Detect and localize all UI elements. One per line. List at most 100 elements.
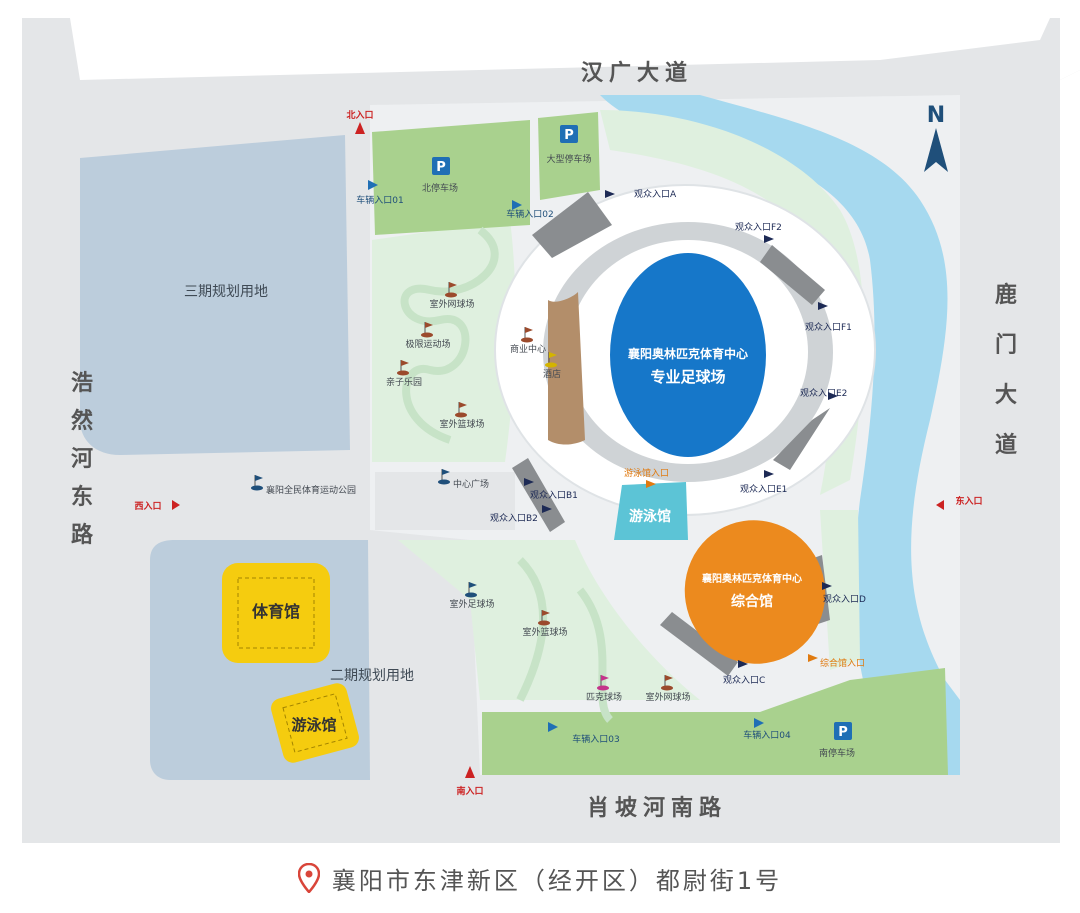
facility-flag-icon: [665, 675, 673, 681]
road-west-char: 浩: [71, 371, 93, 396]
arena: [684, 520, 826, 664]
north-entrance-arrow-icon: [355, 122, 365, 134]
gate-E2-label: 观众入口E2: [800, 388, 847, 399]
park-east: [820, 510, 860, 670]
facility-pin-base: [438, 479, 450, 485]
north-parking-icon-letter: P: [436, 160, 446, 175]
stand-B1: [512, 458, 565, 532]
phase3-land: [80, 135, 350, 455]
gate-B1-label: 观众入口B1: [530, 490, 578, 501]
arena-type-label: 综合馆: [731, 593, 773, 610]
road-south-label: 肖坡河南路: [587, 795, 727, 821]
facility-pin-base: [445, 292, 457, 298]
facility-flag-icon: [549, 352, 557, 358]
facility-label-outdoor-basketball-s: 室外篮球场: [522, 626, 567, 638]
west-corridor: [22, 470, 362, 530]
gymnasium-inner: [237, 577, 315, 649]
gate-F1-label: 观众入口F1: [805, 322, 852, 333]
gate-B2-flag-icon: [542, 505, 552, 513]
gate-F2-flag-icon: [764, 235, 774, 243]
facility-pins: 室外网球场极限运动场亲子乐园室外篮球场商业中心酒店襄阳全民体育运动公园中心广场室…: [251, 282, 691, 703]
south-parking-icon-letter: P: [838, 725, 848, 740]
vehicle-entrance-02-icon: [512, 200, 522, 210]
facility-flag-icon: [442, 469, 450, 475]
facility-pin-base: [661, 685, 673, 691]
facility-label-outdoor-tennis-s: 室外网球场: [645, 691, 690, 703]
road-east-char: 门: [995, 332, 1017, 358]
gate-E1-flag-icon: [764, 470, 774, 478]
facility-flag-icon: [255, 475, 263, 481]
north-parking-lot: [372, 120, 530, 235]
east-entrance-label: 东入口: [955, 495, 982, 507]
gate-D-flag-icon: [822, 582, 832, 590]
vehicle-entrance-03-icon: [548, 722, 558, 732]
south-entrance-arrow-icon: [465, 766, 475, 778]
road-north-label: 汉广大道: [581, 60, 693, 86]
facility-label-extreme-sports: 极限运动场: [405, 338, 450, 350]
stadium-type-label: 专业足球场: [650, 368, 725, 386]
stand-F2: [760, 245, 825, 305]
swimming-planned-label: 游泳馆: [291, 716, 336, 734]
gate-arena-flag-icon: [808, 654, 818, 662]
stand-C: [660, 612, 738, 676]
river: [600, 95, 960, 775]
phase3-label: 三期规划用地: [184, 284, 268, 300]
gate-B2-label: 观众入口B2: [490, 513, 538, 524]
gate-F1-flag-icon: [818, 302, 828, 310]
gate-swim-label: 游泳馆入口: [624, 467, 669, 479]
large-parking-icon-letter: P: [564, 128, 574, 143]
facility-label-kids-park: 亲子乐园: [386, 376, 422, 388]
vehicle-entrance-04-icon: [754, 718, 764, 728]
stadium-pitch: [610, 253, 766, 457]
map-edge-top: [70, 18, 1080, 80]
swimming-hall-label: 游泳馆: [629, 508, 671, 525]
vehicle-entrance-01-label: 车辆入口01: [356, 194, 403, 206]
north-parking-label: 北停车场: [422, 182, 458, 194]
park-path-3: [576, 587, 614, 723]
park-path-1: [400, 226, 499, 444]
south-parking-lot: [482, 668, 948, 775]
commercial-building: [548, 292, 585, 445]
east-entrance-arrow-icon: [936, 500, 944, 510]
facility-pin-base: [421, 332, 433, 338]
location-pin-icon: [297, 863, 320, 893]
facility-pin-base: [597, 685, 609, 691]
facility-label-pickleball: 匹克球场: [586, 691, 622, 703]
gymnasium-label: 体育馆: [252, 602, 300, 621]
vehicle-entrance-02-label: 车辆入口02: [506, 208, 553, 220]
gate-C-label: 观众入口C: [723, 675, 765, 686]
gate-A-flag-icon: [605, 190, 615, 198]
stand-E1: [773, 408, 830, 470]
address-text: 襄阳市东津新区（经开区）都尉街1号: [331, 866, 783, 895]
facility-pin-base: [545, 362, 557, 368]
facility-pin-base: [465, 592, 477, 598]
large-parking-lot: [538, 112, 600, 200]
facility-flag-icon: [469, 582, 477, 588]
map-edge-right: [1060, 70, 1080, 843]
facility-pin-base: [521, 337, 533, 343]
facility-flag-icon: [449, 282, 457, 288]
road-east-char: 道: [995, 432, 1017, 458]
north-entrance-label: 北入口: [346, 109, 373, 121]
facility-flag-icon: [459, 402, 467, 408]
facility-label-public-park: 襄阳全民体育运动公园: [266, 484, 356, 496]
gate-C-flag-icon: [738, 660, 748, 668]
road-west-char: 河: [71, 447, 93, 472]
facility-label-outdoor-football: 室外足球场: [449, 598, 494, 610]
phase2-label: 二期规划用地: [330, 668, 414, 684]
compass-letter: N: [927, 103, 945, 128]
facility-pin-base: [455, 412, 467, 418]
vehicle-entrance-01-icon: [368, 180, 378, 190]
facility-flag-icon: [401, 360, 409, 366]
facility-label-outdoor-basketball-n: 室外篮球场: [439, 418, 484, 430]
gate-E1-label: 观众入口E1: [740, 484, 787, 495]
arena-name-label: 襄阳奥林匹克体育中心: [701, 572, 802, 585]
gate-F2-label: 观众入口F2: [735, 222, 782, 233]
gate-E2-flag-icon: [828, 392, 838, 400]
swimming-hall: [614, 482, 688, 540]
park-north-ring: [600, 110, 864, 495]
stand-A: [532, 192, 612, 258]
